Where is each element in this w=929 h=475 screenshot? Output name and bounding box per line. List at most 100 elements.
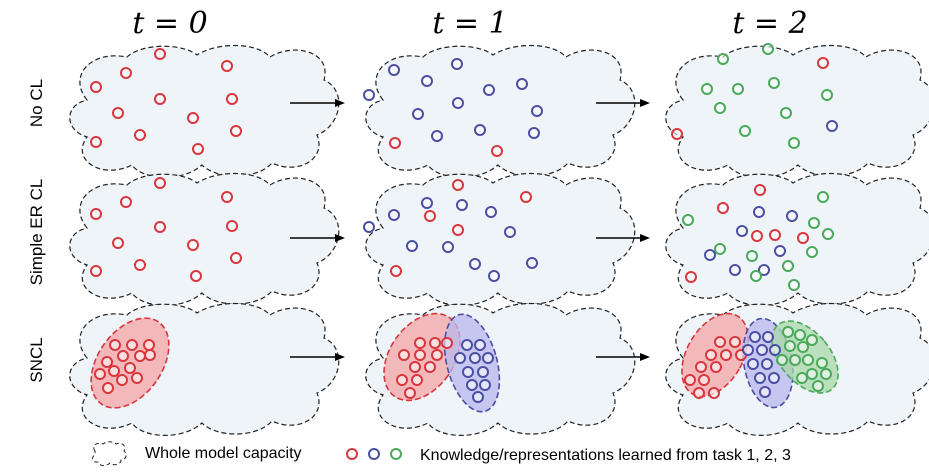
column-title-t1: t = 1 — [432, 6, 507, 41]
knowledge-dot-task2 — [421, 75, 433, 87]
knowledge-dot-task1 — [120, 196, 132, 208]
knowledge-dot-task1 — [710, 361, 722, 373]
knowledge-dot-task1 — [817, 57, 829, 69]
knowledge-dot-task1 — [404, 387, 416, 399]
knowledge-dot-task2 — [786, 210, 798, 222]
transition-arrow — [596, 234, 650, 242]
knowledge-dot-task1 — [117, 350, 129, 362]
knowledge-dot-task2 — [704, 249, 716, 261]
knowledge-dot-task1 — [717, 202, 729, 214]
legend-dot-task1 — [346, 448, 358, 460]
knowledge-dot-task2 — [466, 379, 478, 391]
knowledge-dot-task2 — [531, 105, 543, 117]
knowledge-dot-task1 — [693, 387, 705, 399]
knowledge-dot-task1 — [409, 361, 421, 373]
knowledge-dot-task1 — [112, 107, 124, 119]
knowledge-dot-task2 — [479, 379, 491, 391]
knowledge-dot-task2 — [431, 130, 443, 142]
knowledge-dot-task2 — [526, 257, 538, 269]
knowledge-dot-task2 — [469, 258, 481, 270]
knowledge-dot-task2 — [485, 206, 497, 218]
knowledge-dot-task3 — [806, 334, 818, 346]
knowledge-dot-task1 — [414, 349, 426, 361]
knowledge-dot-task3 — [808, 217, 820, 229]
legend: Whole model capacity Knowledge/represent… — [92, 441, 791, 466]
knowledge-dot-task1 — [389, 137, 401, 149]
knowledge-dot-task1 — [144, 349, 156, 361]
knowledge-dot-task2 — [742, 344, 754, 356]
knowledge-dot-task2 — [388, 64, 400, 76]
knowledge-dot-task1 — [143, 339, 155, 351]
knowledge-dot-task2 — [483, 84, 495, 96]
knowledge-dot-task3 — [788, 137, 800, 149]
knowledge-dot-task3 — [789, 354, 801, 366]
knowledge-dot-task2 — [472, 391, 484, 403]
arrow-head — [640, 99, 650, 107]
knowledge-dot-task3 — [717, 53, 729, 65]
knowledge-dot-task3 — [788, 279, 800, 291]
knowledge-dot-task2 — [769, 344, 781, 356]
knowledge-dot-task1 — [390, 265, 402, 277]
knowledge-dot-task1 — [131, 372, 143, 384]
knowledge-dot-task3 — [806, 368, 818, 380]
knowledge-dot-task3 — [714, 102, 726, 114]
knowledge-dot-task1 — [441, 337, 453, 349]
knowledge-dot-task2 — [753, 206, 765, 218]
knowledge-dot-task1 — [154, 221, 166, 233]
transition-arrow — [290, 234, 345, 242]
knowledge-dot-task1 — [452, 179, 464, 191]
knowledge-dot-task3 — [746, 250, 758, 262]
knowledge-dot-task1 — [134, 350, 146, 362]
transition-arrow — [596, 99, 650, 107]
knowledge-dot-task2 — [456, 199, 468, 211]
knowledge-dot-task1 — [751, 230, 763, 242]
arrow-head — [335, 99, 345, 107]
knowledge-dot-task2 — [774, 245, 786, 257]
model-capacity-cloud — [665, 44, 929, 179]
knowledge-dot-task2 — [504, 226, 516, 238]
knowledge-dot-task2 — [761, 358, 773, 370]
knowledge-dot-task1 — [108, 365, 120, 377]
arrow-head — [335, 234, 345, 242]
knowledge-dot-task3 — [714, 243, 726, 255]
knowledge-dot-task1 — [187, 112, 199, 124]
knowledge-dot-task1 — [705, 349, 717, 361]
knowledge-dot-task3 — [802, 354, 814, 366]
knowledge-dot-task1 — [94, 368, 106, 380]
knowledge-dot-task3 — [797, 341, 809, 353]
knowledge-dot-task1 — [491, 145, 503, 157]
model-capacity-cloud — [365, 44, 636, 179]
knowledge-dot-task1 — [684, 374, 696, 386]
model-capacity-cloud — [69, 44, 340, 179]
knowledge-dot-task1 — [134, 259, 146, 271]
knowledge-dot-task2 — [528, 127, 540, 139]
knowledge-dot-task2 — [759, 386, 771, 398]
knowledge-dot-task2 — [412, 108, 424, 120]
knowledge-dot-task1 — [112, 237, 124, 249]
column-title-t2: t = 2 — [732, 6, 807, 41]
knowledge-dot-task1 — [109, 339, 121, 351]
knowledge-dot-task1 — [187, 239, 199, 251]
knowledge-dot-task3 — [812, 380, 824, 392]
knowledge-dot-task1 — [720, 349, 732, 361]
knowledge-dot-task1 — [134, 129, 146, 141]
knowledge-dot-task1 — [685, 271, 697, 283]
knowledge-dot-task1 — [431, 349, 443, 361]
arrow-head — [640, 234, 650, 242]
knowledge-dot-task1 — [414, 337, 426, 349]
knowledge-dot-task1 — [708, 387, 720, 399]
knowledge-dot-task1 — [192, 143, 204, 155]
knowledge-dot-task2 — [756, 344, 768, 356]
knowledge-dot-task2 — [482, 352, 494, 364]
knowledge-dot-task2 — [421, 197, 433, 209]
legend-cloud-icon — [92, 441, 127, 466]
knowledge-dot-task1 — [226, 93, 238, 105]
knowledge-dot-task3 — [794, 329, 806, 341]
legend-dot-task3 — [390, 448, 402, 460]
knowledge-dot-task3 — [816, 357, 828, 369]
knowledge-dot-task1 — [452, 224, 464, 236]
knowledge-dot-task2 — [477, 366, 489, 378]
legend-capacity-label: Whole model capacity — [145, 445, 302, 462]
knowledge-dot-task1 — [226, 220, 238, 232]
knowledge-dot-task3 — [806, 246, 818, 258]
